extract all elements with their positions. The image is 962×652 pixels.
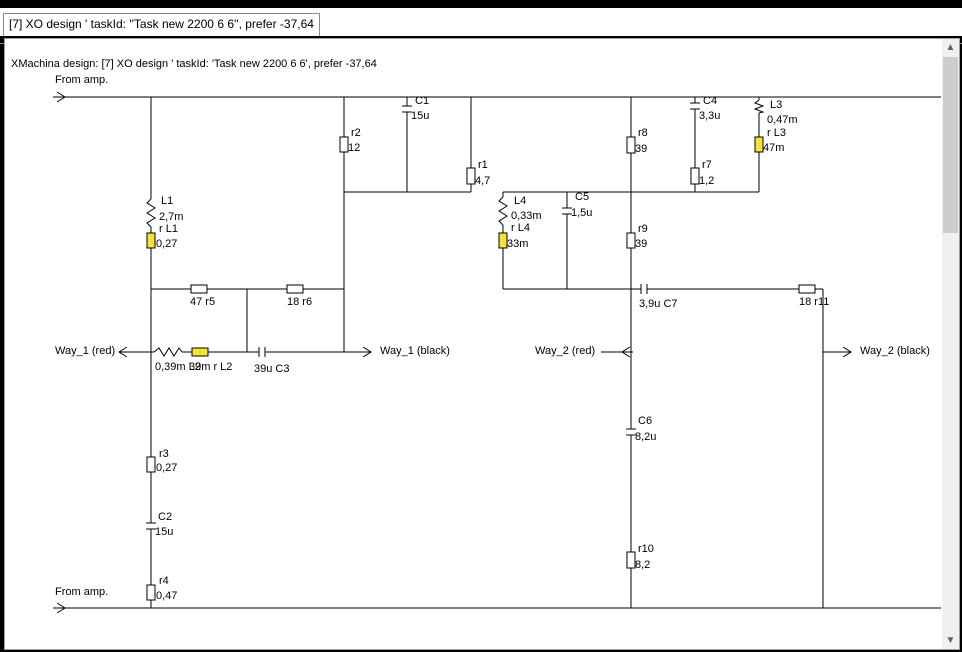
crossover-schematic: XMachina design: [7] XO design ' taskId:… — [11, 58, 941, 614]
component-name: r9 — [638, 223, 648, 235]
component-label: 0,39m L2 — [155, 361, 201, 373]
inductor-L3-icon — [753, 99, 765, 114]
arrow-left-icon — [621, 346, 631, 358]
component-value: 4,7 — [475, 175, 490, 187]
input-label-bottom: From amp. — [55, 586, 108, 598]
component-name: L1 — [161, 195, 173, 207]
resistor-r10-icon — [626, 551, 636, 569]
component-value: 39 — [635, 238, 647, 250]
component-value: 47m — [763, 142, 784, 154]
component-name: r L1 — [159, 223, 178, 235]
component-name: C2 — [158, 511, 172, 523]
resistor-r11-icon — [798, 284, 816, 294]
scrollbar-thumb[interactable] — [943, 57, 958, 233]
capacitors — [146, 102, 700, 530]
arrow-right-icon — [362, 346, 372, 358]
input-arrow-top-icon — [56, 91, 66, 103]
component-name: r7 — [702, 159, 712, 171]
resistor-rL2-icon — [191, 347, 209, 357]
component-name: C5 — [575, 191, 589, 203]
resistor-r3-icon — [146, 456, 156, 473]
resistor-r4-icon — [146, 584, 156, 601]
component-value: 8,2 — [635, 559, 650, 571]
inductors — [146, 99, 765, 357]
arrow-left-icon — [118, 346, 128, 358]
component-value: 15u — [411, 110, 429, 122]
resistor-r7-icon — [690, 167, 700, 185]
output-way1-red: Way_1 (red) — [55, 345, 115, 357]
component-value: 0,27 — [156, 462, 177, 474]
component-value: 1,2 — [699, 175, 714, 187]
component-value: 39 — [635, 143, 647, 155]
component-name: C1 — [415, 95, 429, 107]
component-label: 47 r5 — [190, 296, 215, 308]
component-name: r L3 — [767, 127, 786, 139]
capacitor-C2-icon — [146, 522, 156, 530]
schematic-viewport[interactable]: XMachina design: [7] XO design ' taskId:… — [4, 38, 960, 650]
component-value: 8,2u — [635, 431, 656, 443]
component-name: C4 — [703, 95, 717, 107]
input-label-top: From amp. — [55, 74, 108, 86]
component-name: L3 — [770, 99, 782, 111]
tab-strip: [7] XO design ' taskId: ''Task new 2200 … — [0, 8, 962, 44]
tab-xo-design[interactable]: [7] XO design ' taskId: ''Task new 2200 … — [3, 13, 320, 36]
wires — [53, 96, 941, 609]
component-name: L4 — [514, 195, 526, 207]
component-value: 0,27 — [156, 238, 177, 250]
inductor-L4-icon — [498, 196, 508, 226]
output-way2-black: Way_2 (black) — [860, 345, 930, 357]
resistor-rL4-icon — [498, 232, 508, 249]
component-label: 18 r6 — [287, 296, 312, 308]
capacitor-C7-icon — [640, 284, 648, 294]
component-value: 3,3u — [699, 110, 720, 122]
component-name: r L4 — [511, 222, 530, 234]
design-title: XMachina design: [7] XO design ' taskId:… — [11, 58, 377, 70]
component-value: 12 — [348, 142, 360, 154]
window-bottom-border — [0, 650, 962, 652]
resistor-r2-icon — [339, 136, 349, 153]
vertical-scrollbar[interactable]: ▲ ▼ — [942, 39, 959, 649]
component-value: 33m — [507, 238, 528, 250]
capacitor-C6-icon — [626, 428, 636, 436]
resistors — [146, 136, 816, 601]
component-name: r2 — [351, 127, 361, 139]
component-label: 18 r11 — [799, 296, 829, 308]
input-arrow-bottom-icon — [56, 602, 66, 614]
output-way1-black: Way_1 (black) — [380, 345, 450, 357]
inductor-L2-icon — [153, 347, 183, 357]
resistor-rL1-icon — [146, 232, 156, 249]
capacitor-C4-icon — [690, 102, 700, 110]
arrows — [56, 91, 852, 614]
resistor-r5-icon — [190, 284, 208, 294]
component-label: 3,9u C7 — [639, 298, 678, 310]
component-label: 39m r L2 — [189, 361, 232, 373]
resistor-r9-icon — [626, 232, 636, 249]
output-way2-red: Way_2 (red) — [535, 345, 595, 357]
inductor-L1-icon — [146, 198, 156, 228]
component-value: 2,7m — [159, 211, 183, 223]
arrow-right-icon — [842, 346, 852, 358]
component-name: r8 — [638, 127, 648, 139]
scroll-down-icon[interactable]: ▼ — [945, 635, 956, 646]
component-value: 0,33m — [511, 210, 542, 222]
window-top-border — [0, 0, 962, 8]
scroll-up-icon[interactable]: ▲ — [945, 42, 956, 53]
component-value: 0,47 — [156, 590, 177, 602]
resistor-rL3-icon — [754, 136, 764, 153]
component-name: r10 — [638, 543, 654, 555]
component-value: 15u — [155, 526, 173, 538]
component-name: r1 — [478, 159, 488, 171]
capacitor-C3-icon — [258, 347, 266, 357]
capacitor-C1-icon — [402, 105, 412, 113]
resistor-r8-icon — [626, 136, 636, 154]
component-value: 1,5u — [571, 207, 592, 219]
component-label: 39u C3 — [254, 363, 289, 375]
component-name: C6 — [638, 415, 652, 427]
resistor-r1-icon — [466, 167, 476, 185]
component-name: r3 — [159, 448, 169, 460]
capacitor-C5-icon — [562, 207, 572, 215]
resistor-r6-icon — [286, 284, 304, 294]
component-value: 0,47m — [767, 114, 798, 126]
component-name: r4 — [159, 575, 169, 587]
